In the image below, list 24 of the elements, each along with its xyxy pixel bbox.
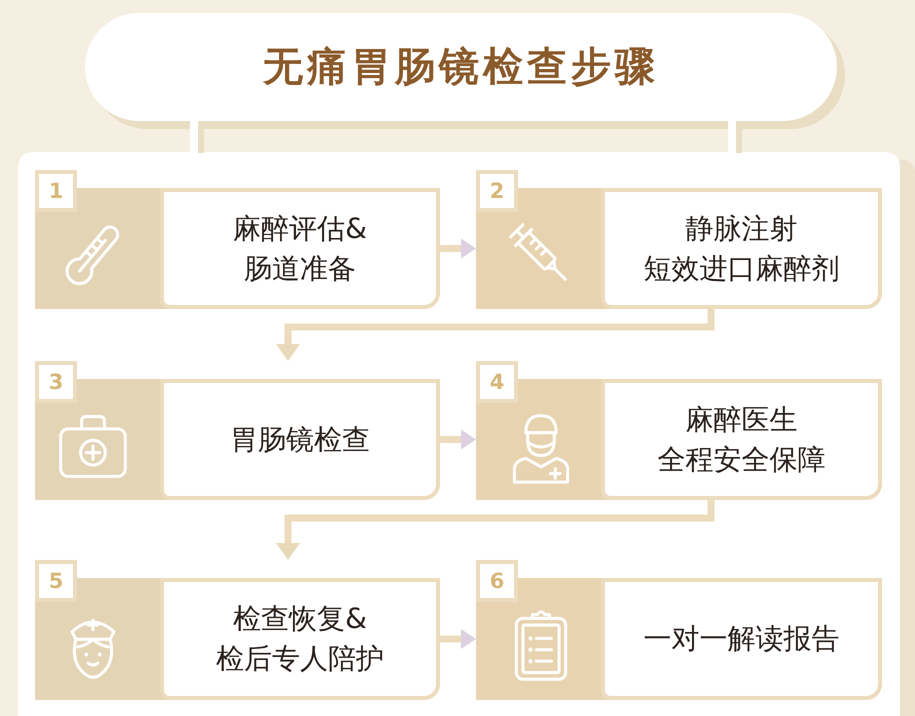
step-card	[476, 560, 882, 700]
step-number: 5	[35, 560, 77, 602]
step-card	[35, 361, 440, 500]
step-number: 6	[476, 560, 518, 602]
step-card	[476, 170, 882, 309]
arrow	[440, 629, 476, 649]
step-card	[476, 361, 882, 500]
title: 无痛胃肠镜检查步骤	[263, 43, 659, 92]
step-text: 静脉注射短效进口麻醉剂	[601, 188, 882, 309]
arrow	[276, 309, 714, 361]
step-number: 3	[35, 361, 77, 403]
arrow	[276, 500, 714, 560]
step-card	[35, 560, 440, 700]
step-number: 2	[476, 170, 518, 212]
step-text: 胃肠镜检查	[160, 379, 440, 500]
arrow	[440, 430, 476, 450]
step-text: 检查恢复&检后专人陪护	[160, 578, 440, 700]
arrow	[440, 238, 476, 258]
step-number: 1	[35, 170, 77, 212]
step-text: 麻醉医生全程安全保障	[601, 379, 882, 500]
step-text: 麻醉评估&肠道准备	[160, 188, 440, 309]
step-card	[35, 170, 440, 309]
step-text: 一对一解读报告	[601, 578, 882, 700]
step-number: 4	[476, 361, 518, 403]
